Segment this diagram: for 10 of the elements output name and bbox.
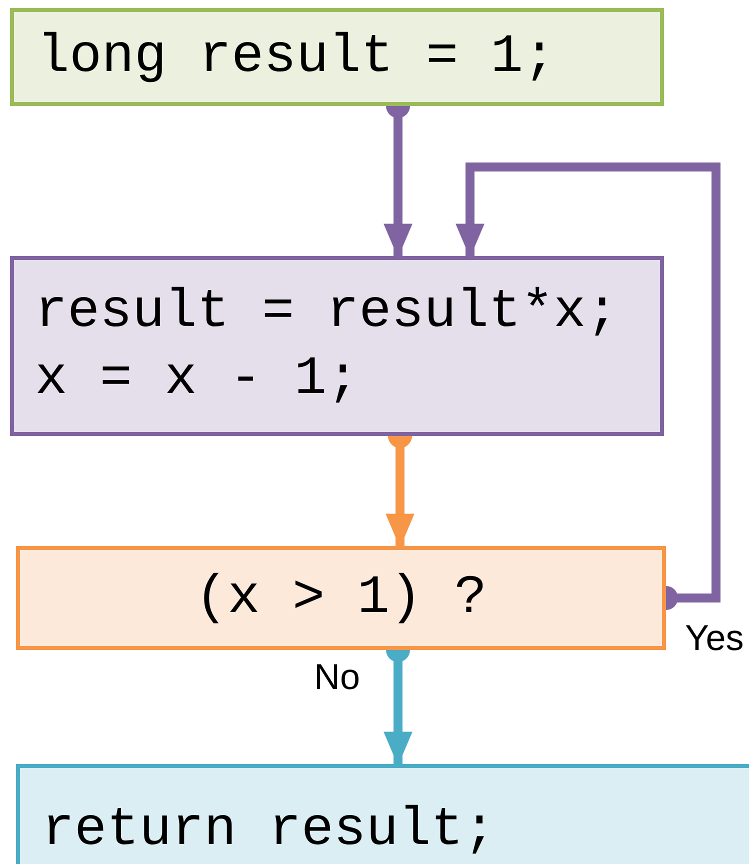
code-line: (x > 1) ? [195,566,487,630]
code-line: result = result*x; [35,281,618,345]
process-box [10,256,664,436]
connector-arrow [456,162,720,610]
code-line: long result = 1; [37,26,556,90]
code-line: x = x - 1; [35,348,360,412]
process-box [16,764,749,864]
process-box [10,8,664,106]
code-line: return result; [42,799,496,863]
process-box [16,546,666,650]
